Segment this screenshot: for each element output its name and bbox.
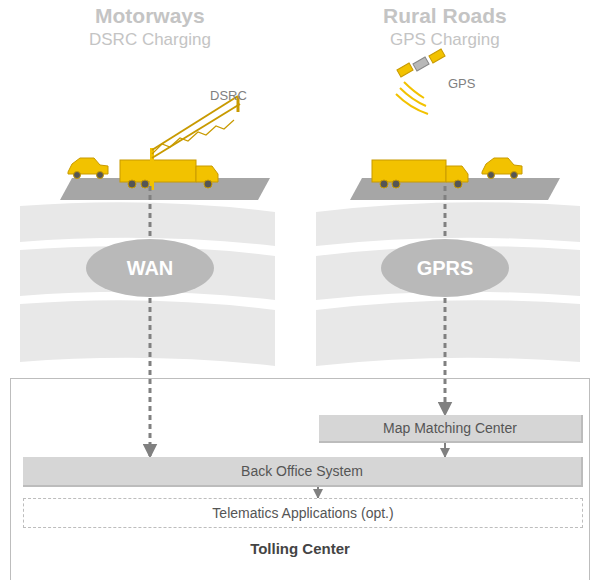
node-text: Tolling Center <box>250 540 350 557</box>
column-heading: Rural Roads <box>383 4 507 28</box>
radio-link <box>444 186 447 236</box>
optional-box: Telematics Applications (opt.) <box>23 498 583 528</box>
connector-arrow <box>444 298 447 415</box>
network-ellipse: GPRS <box>380 238 510 298</box>
node-text: Telematics Applications (opt.) <box>212 505 393 521</box>
column-heading: Motorways <box>95 4 205 28</box>
gps-satellite <box>396 49 445 114</box>
truck <box>372 160 468 188</box>
network-bands <box>20 202 580 366</box>
car <box>482 158 522 179</box>
connector-arrow <box>444 443 446 457</box>
column-subheading: DSRC Charging <box>89 30 211 50</box>
connector-arrow <box>317 487 319 498</box>
dsrc-gantry <box>152 96 240 190</box>
truck <box>120 160 218 188</box>
network-ellipse: WAN <box>85 238 215 298</box>
radio-link <box>149 186 152 236</box>
road <box>350 178 560 200</box>
device-label: DSRC <box>210 88 247 103</box>
node-text: WAN <box>127 257 174 280</box>
car <box>68 158 108 179</box>
device-label: GPS <box>448 76 475 91</box>
tolling-center-frame: Tolling Center Map Matching CenterBack Of… <box>10 378 590 580</box>
process-bar: Back Office System <box>23 457 583 487</box>
node-text: Back Office System <box>241 463 363 479</box>
process-bar: Map Matching Center <box>319 415 583 443</box>
column-subheading: GPS Charging <box>390 30 500 50</box>
node-text: Map Matching Center <box>383 420 517 436</box>
node-text: GPRS <box>417 257 474 280</box>
